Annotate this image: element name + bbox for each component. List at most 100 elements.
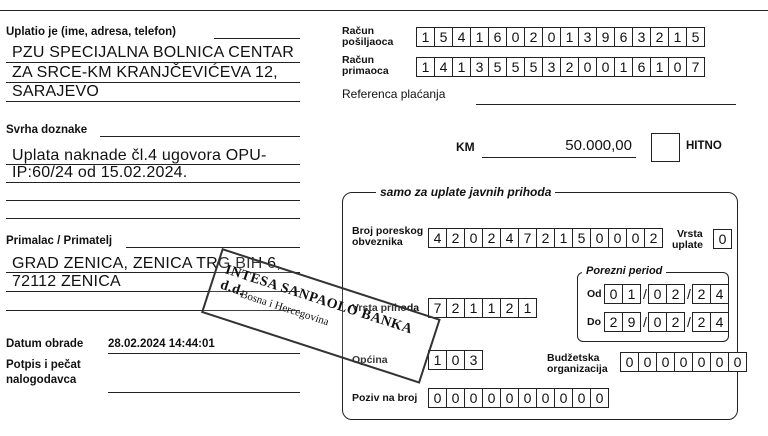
payment-reference-label: Referenca plaćanja <box>342 87 446 101</box>
digit-box: 0 <box>596 57 615 77</box>
digit-box: 6 <box>488 27 507 47</box>
digit-box: 5 <box>686 27 705 47</box>
processing-date-value: 28.02.2024 14:44:01 <box>108 338 215 350</box>
recipient-account-label-1: Račun <box>342 54 375 66</box>
digit-box: 0 <box>446 350 465 370</box>
purpose-underline-1 <box>6 164 300 165</box>
date-digit-box: 2 <box>692 312 711 332</box>
digit-box: 4 <box>434 57 453 77</box>
purpose-label-line <box>100 136 300 137</box>
digit-box: 0 <box>578 57 597 77</box>
digit-box: 1 <box>650 57 669 77</box>
tax-id-label-2: obveznika <box>352 236 403 248</box>
digit-box: 0 <box>464 228 483 248</box>
purpose-line-2: IP:60/24 od 15.02.2024. <box>12 164 188 181</box>
digit-box: 1 <box>416 57 435 77</box>
payment-type-boxes: 0 <box>713 229 732 249</box>
digit-box: 7 <box>518 228 537 248</box>
sender-account-label-1: Račun <box>342 25 375 37</box>
top-border <box>0 10 768 11</box>
digit-box: 0 <box>500 388 519 408</box>
period-from-label: Od <box>587 288 602 300</box>
date-digit-box: 0 <box>604 284 623 304</box>
digit-box: 1 <box>554 228 573 248</box>
digit-box: 6 <box>632 57 651 77</box>
sender-account-label-2: pošiljaoca <box>342 36 394 48</box>
payer-underline-3 <box>6 101 300 102</box>
payer-line-2: ZA SRCE-KM KRANJČEVIĆEVA 12, <box>12 64 278 81</box>
digit-box: 1 <box>614 57 633 77</box>
digit-box: 0 <box>572 388 591 408</box>
date-digit-box: 4 <box>710 284 729 304</box>
digit-box: 3 <box>470 57 489 77</box>
digit-box: 2 <box>560 57 579 77</box>
digit-box: 0 <box>542 27 561 47</box>
reference-number-label: Poziv na broj <box>352 392 418 404</box>
digit-box: 0 <box>728 352 747 372</box>
payment-reference-line <box>476 104 736 105</box>
signature-label-1: Potpis i pečat <box>6 359 81 371</box>
digit-box: 5 <box>572 228 591 248</box>
date-digit-box: 2 <box>666 312 685 332</box>
revenue-type-label: Vrsta prihoda <box>352 302 420 314</box>
date-digit-box: 9 <box>622 312 641 332</box>
payer-label-line <box>214 38 300 39</box>
digit-box: 0 <box>482 388 501 408</box>
digit-box: 1 <box>428 350 447 370</box>
date-separator: / <box>643 314 647 330</box>
digit-box: 0 <box>554 388 573 408</box>
budget-org-label-1: Budžetska <box>547 352 600 364</box>
digit-box: 1 <box>560 27 579 47</box>
digit-box: 9 <box>596 27 615 47</box>
digit-box: 1 <box>518 298 537 318</box>
purpose-underline-4 <box>6 218 300 219</box>
payer-label: Uplatio je (ime, adresa, telefon) <box>6 26 176 38</box>
amount-value: 50.000,00 <box>565 137 632 154</box>
purpose-underline-2 <box>6 182 300 183</box>
recipient-underline-3 <box>6 310 300 311</box>
purpose-label: Svrha doznake <box>6 124 88 136</box>
digit-box: 2 <box>524 27 543 47</box>
digit-box: 0 <box>713 229 732 249</box>
date-digit-box: 1 <box>622 284 641 304</box>
payer-line-3: SARAJEVO <box>12 83 99 100</box>
digit-box: 0 <box>674 352 693 372</box>
digit-box: 0 <box>608 228 627 248</box>
digit-box: 3 <box>464 350 483 370</box>
digit-box: 5 <box>524 57 543 77</box>
digit-box: 0 <box>464 388 483 408</box>
purpose-underline-3 <box>6 200 300 201</box>
digit-box: 0 <box>692 352 711 372</box>
payment-type-label-2: uplate <box>672 239 703 251</box>
digit-box: 4 <box>500 228 519 248</box>
payer-underline-2 <box>6 82 300 83</box>
purpose-line-1: Uplata naknade čl.4 ugovora OPU- <box>12 147 267 164</box>
date-digit-box: 2 <box>692 284 711 304</box>
urgent-checkbox[interactable] <box>651 133 680 162</box>
digit-box: 1 <box>470 27 489 47</box>
recipient-line-2: 72112 ZENICA <box>12 273 121 290</box>
recipient-account-label-2: primaoca <box>342 65 389 77</box>
public-revenue-title: samo za uplate javnih prihoda <box>376 185 556 199</box>
digit-box: 0 <box>626 228 645 248</box>
date-digit-box: 2 <box>666 284 685 304</box>
recipient-underline-1 <box>6 272 300 273</box>
digit-box: 0 <box>506 27 525 47</box>
digit-box: 1 <box>668 27 687 47</box>
digit-box: 4 <box>452 27 471 47</box>
date-separator: / <box>643 286 647 302</box>
digit-box: 1 <box>452 57 471 77</box>
urgent-label: HITNO <box>686 140 722 152</box>
digit-box: 3 <box>578 27 597 47</box>
digit-box: 4 <box>428 228 447 248</box>
digit-box: 5 <box>434 27 453 47</box>
recipient-label: Primalac / Primatelj <box>6 235 113 247</box>
tax-period-title: Porezni period <box>582 265 667 277</box>
digit-box: 1 <box>482 298 501 318</box>
digit-box: 2 <box>482 228 501 248</box>
date-digit-box: 0 <box>648 312 667 332</box>
